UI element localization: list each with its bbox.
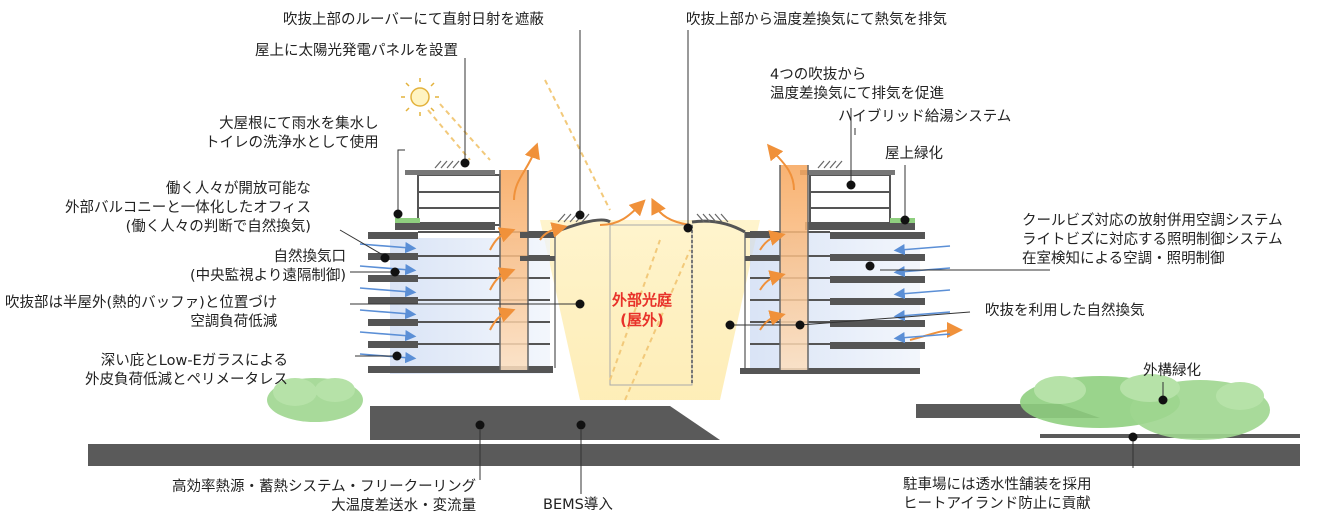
label-heat-source: 高効率熱源・蓄熱システム・フリークーリング 大温度差送水・変流量	[172, 479, 477, 514]
label-exhaust-top: 吹抜上部から温度差換気にて熱気を排気	[686, 12, 947, 28]
label-courtyard: 外部光庭 (屋外)	[612, 291, 673, 329]
label-louver: 吹抜上部のルーバーにて直射日射を遮蔽	[283, 12, 544, 28]
ground-slab	[88, 404, 1300, 466]
label-hybrid: ハイブリッド給湯システム	[838, 109, 1012, 125]
right-building	[740, 165, 925, 374]
leader-dots	[380, 158, 1168, 442]
warm-air-arrows	[489, 142, 963, 341]
label-four-voids: 4つの吹抜から 温度差換気にて排気を促進	[770, 67, 944, 102]
courtyard-void	[540, 220, 760, 400]
label-solar: 屋上に太陽光発電パネルを設置	[255, 43, 458, 59]
label-rain: 大屋根にて雨水を集水し トイレの洗浄水として使用	[205, 116, 379, 151]
leader-lines	[339, 30, 1164, 494]
label-balcony: 働く人々が開放可能な 外部バルコニーと一体化したオフィス (働く人々の判断で自然…	[65, 181, 311, 235]
tree-right	[1020, 374, 1270, 440]
label-void-vent: 吹抜を利用した自然換気	[985, 303, 1145, 319]
sun-icon	[401, 78, 439, 116]
label-roof-green: 屋上緑化	[885, 146, 943, 162]
tree-left	[267, 378, 363, 422]
void-roof	[520, 218, 780, 368]
label-parking: 駐車場には透水性舗装を採用 ヒートアイランド防止に貢献	[903, 477, 1092, 512]
label-vent-opening: 自然換気口 (中央監視より遠隔制御)	[190, 249, 347, 284]
label-bems: BEMS導入	[543, 497, 613, 513]
label-eaves: 深い庇とLow-Eガラスによる 外皮負荷低減とペリメータレス	[85, 353, 288, 388]
label-exterior-green: 外構緑化	[1143, 363, 1201, 379]
label-buffer: 吹抜部は半屋外(熱的バッファ)と位置づけ 空調負荷低減	[5, 295, 278, 330]
label-coolbiz: クールビズ対応の放射併用空調システム ライトビズに対応する照明制御システム 在室…	[1022, 213, 1283, 267]
